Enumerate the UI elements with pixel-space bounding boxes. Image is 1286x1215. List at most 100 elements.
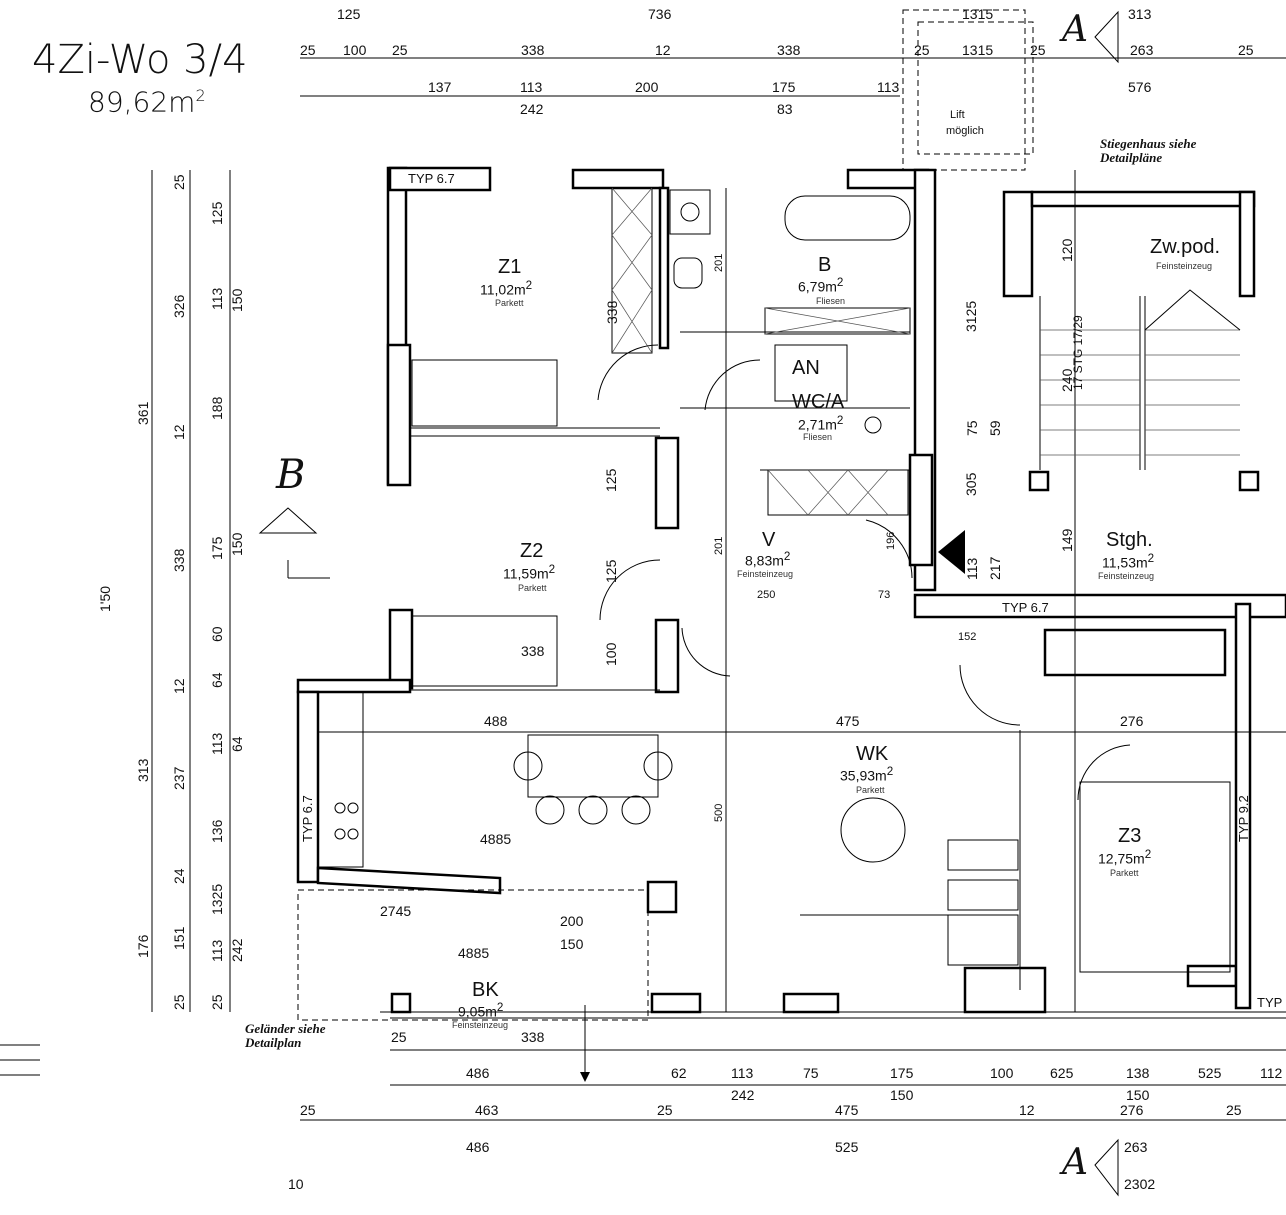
room-b-floor: Fliesen (816, 296, 846, 306)
dim-vint-125: 125 (603, 468, 619, 492)
dim-c2-12b: 12 (171, 678, 187, 694)
dim-bot3-25: 25 (300, 1102, 316, 1118)
room-z2-area: 11,59m2 (503, 563, 556, 582)
dim-bot3-276: 276 (1120, 1102, 1144, 1118)
dim-int-4885b: 4885 (458, 945, 490, 961)
dim-top3-576: 576 (1128, 79, 1152, 95)
dim-top2-25b: 25 (392, 42, 408, 58)
room-z1-area: 11,02m2 (480, 279, 533, 298)
room-z2-floor: Parkett (518, 583, 547, 593)
dim-top-1315: 1315 (962, 6, 994, 22)
dim-bot2-113: 113 (731, 1065, 754, 1081)
note-railing-line1: Geländer siehe (245, 1021, 326, 1036)
dim-left-361: 361 (135, 401, 151, 425)
dim-bot3-25b: 25 (657, 1102, 673, 1118)
dim-top3-113: 113 (520, 79, 543, 95)
room-stgh-floor: Feinsteinzeug (1098, 571, 1155, 581)
dim-top3-83: 83 (777, 101, 793, 117)
room-z3-name: Z3 (1118, 825, 1142, 847)
room-z3-floor: Parkett (1110, 868, 1139, 878)
dim-int-2745: 2745 (380, 903, 412, 919)
dim-bot2-486: 486 (466, 1065, 490, 1081)
dim-int-250: 250 (757, 589, 776, 601)
room-v-floor: Feinsteinzeug (737, 569, 794, 579)
room-b-name: B (818, 254, 832, 276)
dim-bot2-525: 525 (1198, 1065, 1222, 1081)
dim-top2-338b: 338 (777, 42, 801, 58)
dim-bot3-463: 463 (475, 1102, 499, 1118)
dim-c3-136: 136 (209, 819, 225, 843)
dim-top2-25d: 25 (1030, 42, 1046, 58)
section-mark-a-bottom: A (1062, 1142, 1088, 1183)
apartment-label: 4Zi-Wo 3/4 (32, 37, 248, 83)
dim-top-125: 125 (337, 6, 361, 22)
dim-vint-240: 240 (1059, 368, 1075, 392)
dim-bot1-338: 338 (521, 1029, 545, 1045)
dim-int-338: 338 (521, 643, 545, 659)
section-mark-b: B (276, 452, 306, 498)
dim-vint-338: 338 (604, 300, 620, 324)
dim-c3-113: 113 (209, 287, 225, 310)
dim-top2-25a: 25 (300, 42, 316, 58)
dim-vint-305: 305 (963, 472, 979, 496)
dim-bot5-2302: 2302 (1124, 1176, 1156, 1192)
dim-vint-125b: 125 (603, 559, 619, 583)
dim-c2-25: 25 (171, 174, 187, 190)
room-zwpod-name: Zw.pod. (1150, 236, 1221, 258)
dim-c2-25b: 25 (171, 994, 187, 1010)
dim-top2-12: 12 (655, 42, 671, 58)
room-wk-floor: Parkett (856, 785, 885, 795)
dim-top3-242: 242 (520, 101, 544, 117)
dim-c3-188: 188 (209, 396, 225, 420)
dim-vint-3125: 3125 (963, 300, 979, 332)
room-z3-area: 12,75m2 (1098, 848, 1152, 867)
dim-top2-25e: 25 (1238, 42, 1254, 58)
room-wc-floor: Fliesen (803, 432, 833, 442)
dim-bot3-25c: 25 (1226, 1102, 1242, 1118)
room-an-name: AN (792, 357, 820, 379)
dim-c2-338: 338 (171, 548, 187, 572)
room-v-name: V (762, 529, 776, 551)
dim-c2-151: 151 (171, 926, 187, 950)
dim-bot2-112: 112 (1260, 1065, 1283, 1081)
dim-bot3-475: 475 (835, 1102, 859, 1118)
dim-int-276: 276 (1120, 713, 1144, 729)
room-bk-name: BK (472, 979, 499, 1001)
dim-c3-175: 175 (209, 536, 225, 560)
dim-top-313: 313 (1128, 6, 1152, 22)
dim-bot4-486: 486 (466, 1139, 490, 1155)
room-wc-area: 2,71m2 (798, 414, 844, 433)
room-bk-floor: Feinsteinzeug (452, 1020, 509, 1030)
dim-bot2-625: 625 (1050, 1065, 1074, 1081)
dim-bot2-138: 138 (1126, 1065, 1150, 1081)
dim-top2-25c: 25 (914, 42, 930, 58)
note-stair-line2: Detailpläne (1100, 150, 1163, 165)
dim-c4-242: 242 (229, 938, 245, 962)
section-mark-a-top: A (1062, 9, 1088, 50)
room-z2-name: Z2 (520, 540, 544, 562)
dim-vint-149: 149 (1059, 528, 1075, 552)
dim-vint-217: 217 (987, 556, 1003, 580)
dim-vint-100: 100 (603, 642, 619, 666)
dim-top3-175: 175 (772, 79, 796, 95)
window-type-3: TYP 6.7 (300, 795, 315, 842)
dim-bot5-10: 10 (288, 1176, 304, 1192)
dim-bot1-25: 25 (391, 1029, 407, 1045)
room-stgh-area: 11,53m2 (1102, 552, 1155, 571)
dim-bot2b-150: 150 (890, 1087, 914, 1103)
dim-left-313: 313 (135, 758, 151, 782)
dim-top3-113b: 113 (877, 79, 900, 95)
room-z1-floor: Parkett (495, 298, 524, 308)
dim-vint-196: 196 (885, 531, 897, 550)
dim-vint-120: 120 (1059, 238, 1075, 262)
dim-int-4885: 4885 (480, 831, 512, 847)
room-v-area: 8,83m2 (745, 550, 791, 569)
note-lift-line2: möglich (946, 125, 984, 137)
apartment-area: 89,62m2 (88, 85, 206, 119)
dim-top3-200: 200 (635, 79, 659, 95)
dim-c3-64: 64 (209, 672, 225, 688)
dim-c3-113c: 113 (209, 939, 225, 962)
dim-left-176: 176 (135, 934, 151, 958)
window-type-1: TYP 6.7 (408, 171, 455, 186)
